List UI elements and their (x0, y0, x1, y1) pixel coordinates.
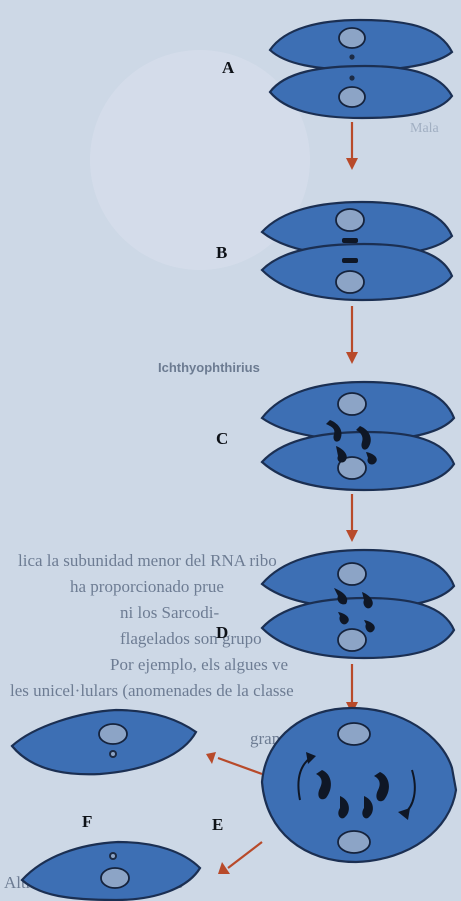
background-line: ni los Sarcodi- (120, 603, 219, 622)
chromosome (374, 772, 389, 802)
chromosome (342, 238, 358, 243)
stage-d: D (216, 548, 456, 660)
micronucleus (349, 54, 355, 60)
background-heading: Ichthyophthirius (158, 360, 260, 375)
chromosome (338, 612, 349, 625)
chromosome (326, 420, 342, 442)
chromosome (356, 426, 371, 450)
nucleus (335, 270, 365, 294)
background-line: flagelados son grupo (120, 629, 262, 648)
stage-a: A (222, 18, 454, 120)
background-line: lica la subunidad menor del RNA ribo (18, 551, 277, 570)
cell-round (260, 706, 458, 864)
nucleus (338, 86, 366, 108)
arrow-b-c (346, 306, 358, 364)
arrow-a-b (346, 122, 358, 170)
arrow-d-e (346, 664, 358, 714)
background-line: Por ejemplo, els algues ve (110, 655, 288, 674)
chromosome (364, 620, 375, 633)
background-page: Ichthyophthirius Cla Mala lica la subuni… (4, 29, 440, 892)
stage-c: C (216, 380, 456, 492)
micronucleus (349, 75, 355, 81)
stage-label-b: B (216, 243, 227, 262)
chromosome (316, 770, 331, 800)
nucleus (100, 867, 130, 889)
spindle-arrowhead (398, 808, 410, 820)
arrow-c-d (346, 494, 358, 542)
nucleus (337, 562, 367, 586)
stage-label-f: F (82, 812, 92, 831)
stage-label-a: A (222, 58, 235, 77)
chromosome (342, 258, 358, 263)
background-line: les unicel·lulars (anomenades de la clas… (10, 681, 294, 700)
nucleus (337, 392, 367, 416)
nucleus (98, 723, 128, 745)
nucleus (337, 628, 367, 652)
stage-label-c: C (216, 429, 228, 448)
stage-label-d: D (216, 623, 228, 642)
nucleus (337, 722, 371, 746)
stage-f: F (10, 708, 202, 901)
chromosome (334, 588, 348, 605)
nucleus (338, 27, 366, 49)
cell-lower (260, 596, 456, 660)
nucleus (335, 208, 365, 232)
chromosome (366, 452, 377, 465)
chromosome (362, 796, 373, 819)
stage-e: E (212, 706, 458, 864)
background-line: Mala (410, 121, 440, 136)
stage-label-e: E (212, 815, 223, 834)
spindle-arrowhead (306, 752, 316, 764)
stage-b: B (216, 200, 454, 302)
chromosome (338, 796, 349, 819)
background-line: ha proporcionado prue (70, 577, 224, 596)
nucleus (337, 456, 367, 480)
arrows-e-f (206, 752, 263, 874)
nucleus (337, 830, 371, 854)
chromosome (336, 446, 347, 463)
chromosome (362, 592, 373, 609)
